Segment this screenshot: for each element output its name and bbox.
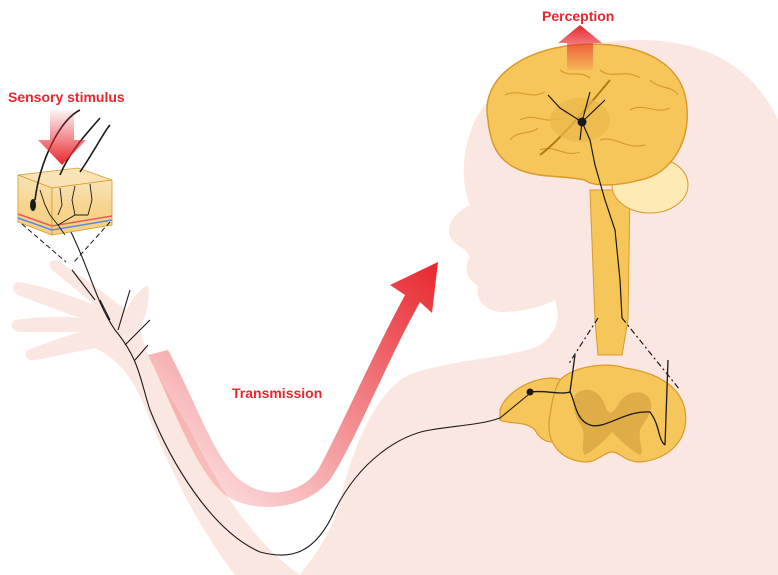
perception-label: Perception	[542, 8, 614, 24]
ganglion-neuron	[527, 389, 534, 396]
arm-hand-silhouette	[11, 260, 300, 575]
transmission-label: Transmission	[232, 385, 322, 401]
brain-neuron	[578, 118, 587, 127]
sensory-stimulus-label: Sensory stimulus	[8, 89, 125, 105]
